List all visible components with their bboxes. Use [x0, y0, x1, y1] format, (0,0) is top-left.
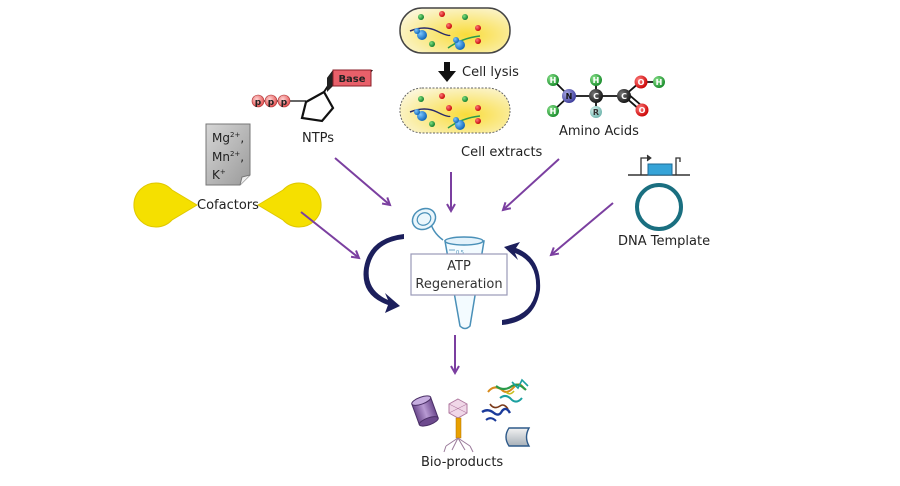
atom-label: C	[593, 92, 599, 101]
hydrogen-atom-icon	[590, 74, 602, 86]
amino-acid-molecule-icon: H H N H C R C O H O	[547, 74, 665, 118]
cofactors-icon: Mg2+, Mn2+, K+	[133, 123, 322, 228]
bio-products-label: Bio-products	[421, 455, 504, 470]
phosphate-icon	[264, 94, 278, 108]
atom-label: H	[550, 107, 557, 116]
dna-template-icon	[628, 154, 690, 231]
base-label: Base	[338, 74, 365, 85]
hydrogen-atom-icon	[547, 74, 559, 86]
phosphate-label: p	[281, 98, 288, 108]
oxygen-atom-icon	[634, 75, 648, 89]
regeneration-label: Regeneration	[415, 277, 502, 292]
r-group-icon	[590, 106, 602, 118]
ion-k: K+	[212, 168, 226, 182]
pacman-left-icon	[133, 182, 198, 228]
cell-lysis-arrow-icon	[438, 62, 456, 82]
plasmid-circle-icon	[635, 183, 683, 231]
atom-label: O	[638, 78, 645, 87]
atom-label: H	[550, 76, 557, 85]
bacteriophage-icon	[443, 398, 474, 453]
cofactors-label: Cofactors	[197, 198, 259, 213]
atom-label: C	[621, 92, 627, 101]
bio-products-icon	[411, 378, 531, 453]
cell-extracts-label: Cell extracts	[461, 145, 543, 160]
nitrogen-atom-icon	[562, 89, 576, 103]
protein-structure-icon	[481, 378, 529, 422]
atom-label: R	[593, 108, 599, 117]
phosphate-label: p	[268, 98, 275, 108]
gene-block-icon	[647, 163, 673, 176]
tube-cap-icon	[411, 207, 437, 231]
base-block-icon: Base	[327, 69, 373, 92]
cycle-arrow-left	[363, 234, 404, 313]
intact-cell-icon	[399, 7, 511, 54]
carbon-atom-icon	[617, 89, 631, 103]
atp-label: ATP	[447, 259, 471, 274]
cell-lysis-label: Cell lysis	[462, 65, 519, 80]
ntp-molecule-icon: p p p Base	[251, 69, 373, 123]
amino-acids-label: Amino Acids	[559, 124, 639, 139]
ion-mg: Mg2+,	[212, 131, 244, 145]
phosphate-icon	[277, 94, 291, 108]
atom-label: O	[639, 106, 646, 115]
atp-regeneration-box: ATP Regeneration	[410, 253, 508, 296]
gray-cylinder-icon	[505, 427, 531, 447]
hydrogen-atom-icon	[653, 76, 665, 88]
arrow-cofactors	[300, 211, 359, 258]
input-arrows	[300, 157, 614, 373]
arrow-ntps	[334, 157, 390, 205]
arrow-dna-template	[551, 202, 614, 255]
atom-label: H	[593, 76, 600, 85]
dna-template-label: DNA Template	[618, 234, 711, 249]
cycle-arrow-right	[502, 242, 541, 325]
phosphate-icon	[251, 94, 265, 108]
phosphate-label: p	[255, 98, 262, 108]
atom-label: H	[656, 78, 663, 87]
arrow-amino-acids	[503, 158, 560, 210]
ribose-ring-icon	[300, 90, 335, 123]
ntps-label: NTPs	[302, 131, 335, 146]
atom-label: N	[566, 92, 573, 101]
tube-graduation: 0.5	[456, 250, 464, 256]
cell-extract-icon	[399, 87, 511, 134]
hydrogen-atom-icon	[547, 105, 559, 117]
oxygen-atom-icon	[635, 103, 649, 117]
regeneration-cycle-arrows	[363, 234, 541, 325]
ion-mn: Mn2+,	[212, 150, 244, 164]
carbon-atom-icon	[589, 89, 603, 103]
purple-cylinder-icon	[411, 395, 439, 427]
